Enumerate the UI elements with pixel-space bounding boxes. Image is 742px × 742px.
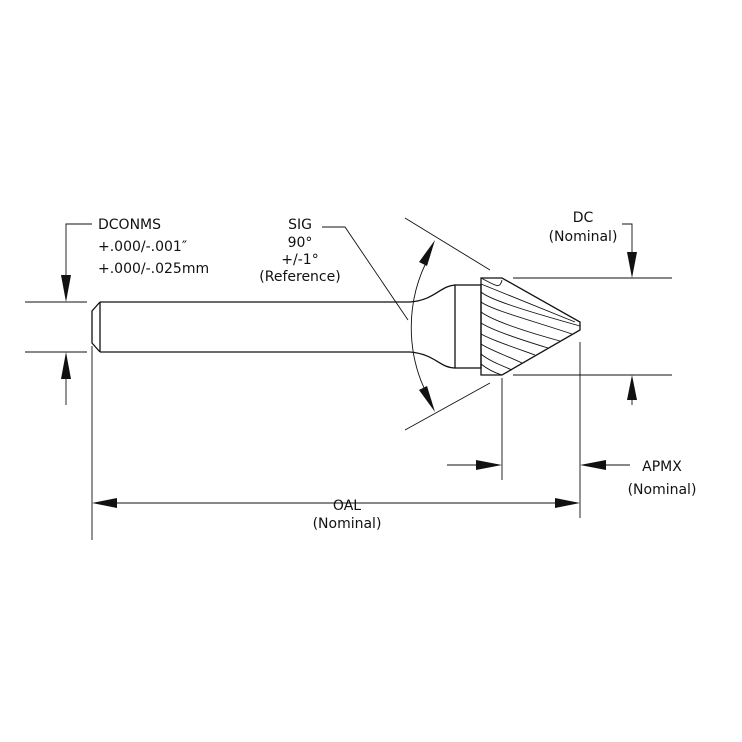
sig-dimension xyxy=(322,217,491,431)
apmx-label: APMX xyxy=(642,459,682,475)
tool-head xyxy=(480,277,581,376)
sig-tolerance: +/-1° xyxy=(281,252,318,268)
dconms-dimension xyxy=(25,223,92,405)
sig-label: SIG xyxy=(288,217,312,233)
dconms-tolerance-inch: +.000/-.001″ xyxy=(98,239,187,255)
dconms-tolerance-mm: +.000/-.025mm xyxy=(98,261,209,277)
apmx-nominal: (Nominal) xyxy=(628,482,697,498)
oal-nominal: (Nominal) xyxy=(313,516,382,532)
sig-reference: (Reference) xyxy=(259,269,340,285)
dc-label: DC xyxy=(573,210,594,226)
oal-dimension xyxy=(91,346,580,540)
dc-nominal: (Nominal) xyxy=(549,229,618,245)
tool-shank xyxy=(91,284,482,369)
sig-angle: 90° xyxy=(288,235,313,251)
apmx-dimension xyxy=(447,342,630,518)
dc-dimension xyxy=(513,223,672,405)
dconms-label: DCONMS xyxy=(98,217,161,233)
oal-label: OAL xyxy=(333,498,361,514)
